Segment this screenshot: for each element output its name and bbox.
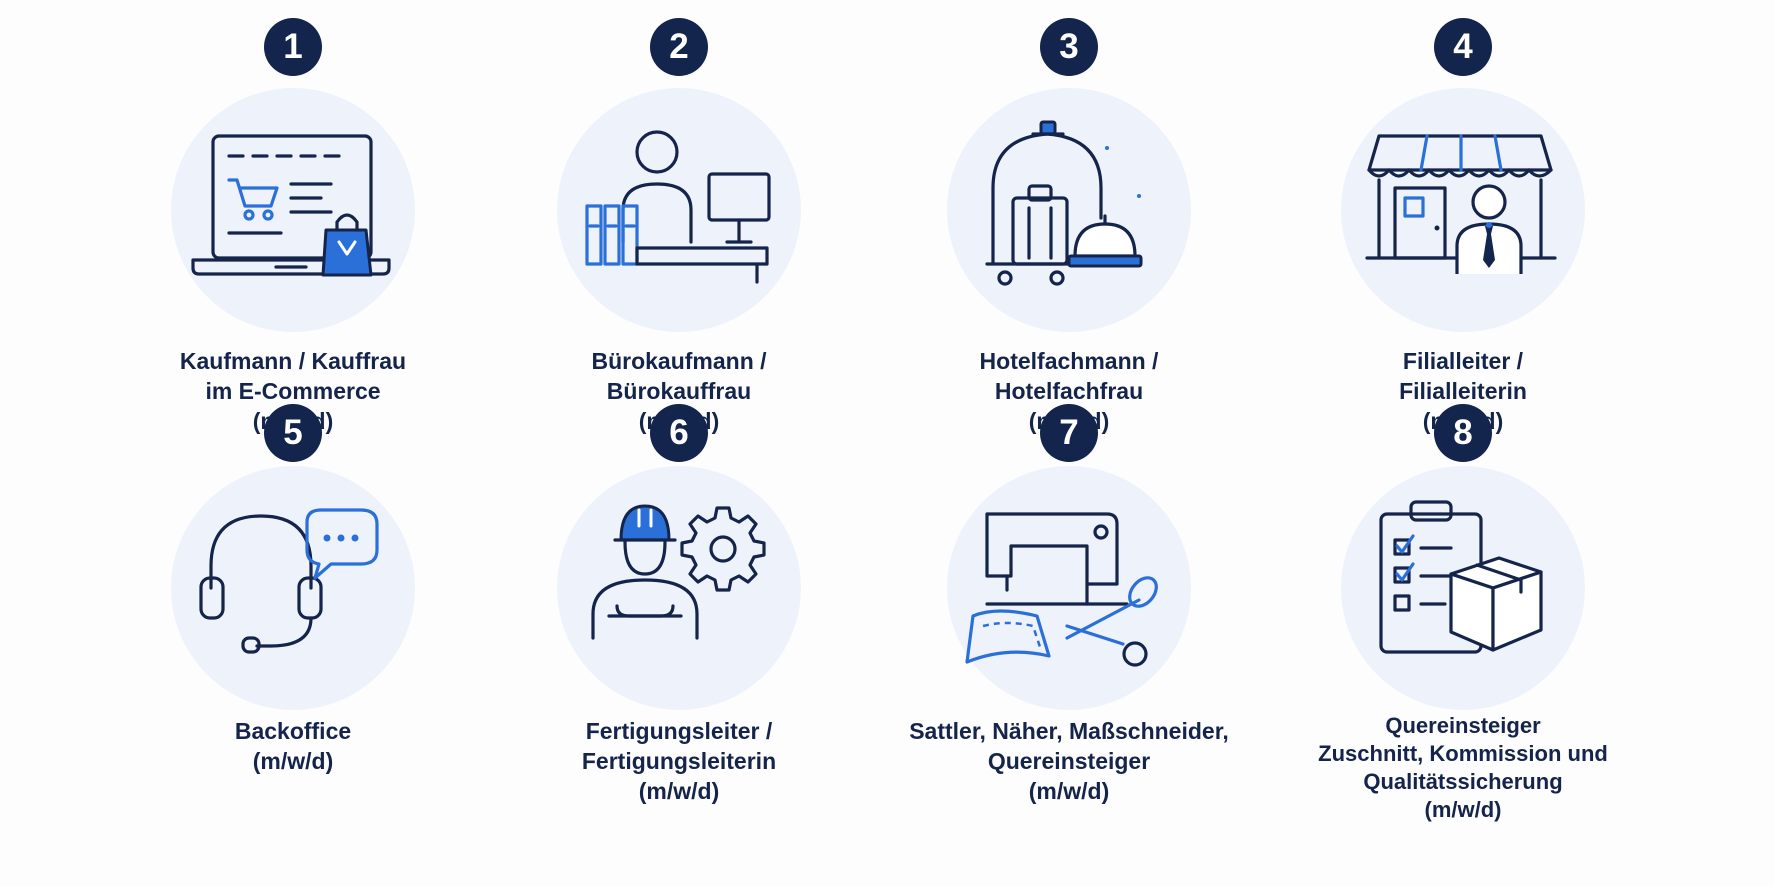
worker-gear-icon xyxy=(591,504,766,640)
number-badge: 6 xyxy=(650,404,708,462)
checklist-box-icon xyxy=(1379,500,1543,654)
sewing-machine-scissors-icon xyxy=(965,512,1158,667)
icon-disc xyxy=(1341,466,1585,710)
laptop-shopping-icon xyxy=(191,134,391,277)
icon-disc xyxy=(1341,88,1585,332)
number-badge: 3 xyxy=(1040,18,1098,76)
job-title: Backoffice (m/w/d) xyxy=(234,718,352,774)
hotel-luggage-cart-icon xyxy=(985,120,1143,286)
icon-disc xyxy=(557,466,801,710)
number-badge: 8 xyxy=(1434,404,1492,462)
job-card-7: 7 Sattler, Näher, Maßschneider, Quereins… xyxy=(889,404,1249,806)
job-card-4: 4 Filialleiter / Filialleiterin (m/w/d) xyxy=(1283,18,1643,436)
job-title: Sattler, Näher, Maßschneider, Quereinste… xyxy=(909,718,1229,804)
job-card-5: 5 Backoffice (m/w/d) xyxy=(113,404,473,776)
job-card-8: 8 Quereinsteiger Zuschnitt, Kommission u… xyxy=(1283,404,1643,824)
number-badge: 5 xyxy=(264,404,322,462)
job-card-3: 3 Hotelfachmann / Hotelfachfrau (m/w/d) xyxy=(889,18,1249,436)
icon-disc xyxy=(947,466,1191,710)
number-badge: 4 xyxy=(1434,18,1492,76)
job-title: Fertigungsleiter / Fertigungsleiterin (m… xyxy=(581,718,777,804)
job-card-1: 1 Kaufmann / Kauffrau im E-Commerce (m/w… xyxy=(113,18,473,436)
icon-disc xyxy=(171,466,415,710)
icon-disc xyxy=(171,88,415,332)
storefront-manager-icon xyxy=(1365,134,1557,274)
icon-disc xyxy=(947,88,1191,332)
headset-chat-icon xyxy=(199,508,379,654)
number-badge: 7 xyxy=(1040,404,1098,462)
number-badge: 1 xyxy=(264,18,322,76)
job-title: Quereinsteiger Zuschnitt, Kommission und… xyxy=(1318,713,1608,822)
icon-disc xyxy=(557,88,801,332)
job-card-2: 2 Bürokaufmann / Bürokauffrau (m/w/d) xyxy=(499,18,859,436)
job-card-6: 6 Fertigungsleiter / Fertigungsleiterin … xyxy=(499,404,859,806)
number-badge: 2 xyxy=(650,18,708,76)
office-desk-icon xyxy=(585,130,771,284)
